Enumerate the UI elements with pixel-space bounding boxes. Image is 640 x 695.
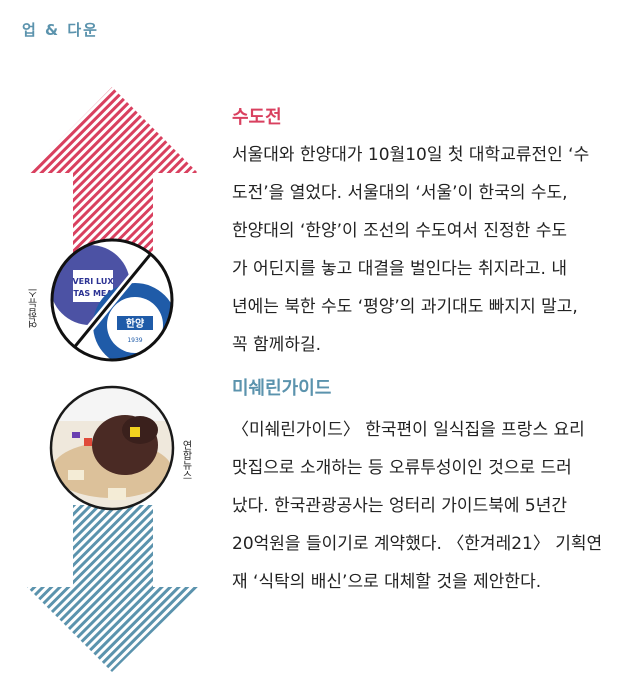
up-arrow-icon: [27, 87, 198, 260]
body-line: 〈미쉐린가이드〉 한국편이 일식집을 프랑스 요리: [232, 420, 585, 440]
body-line: 서울대와 한양대가 10월10일 첫 대학교류전인 ‘수: [232, 145, 590, 165]
svg-text:한양: 한양: [126, 318, 145, 330]
down-body: 〈미쉐린가이드〉 한국편이 일식집을 프랑스 요리 맛집으로 소개하는 등 오류…: [232, 411, 627, 601]
section-label: 업 & 다운: [22, 21, 99, 39]
body-line: 가 어딘지를 놓고 대결을 벌인다는 취지라고. 내: [232, 259, 567, 279]
body-line: 맛집으로 소개하는 등 오류투성이인 것으로 드러: [232, 458, 572, 478]
photo-credit: 연합뉴스: [180, 440, 191, 480]
up-body: 서울대와 한양대가 10월10일 첫 대학교류전인 ‘수 도전’을 열었다. 서…: [232, 136, 627, 364]
body-line: 났다. 한국관광공사는 엉터리 가이드북에 5년간: [232, 496, 567, 516]
body-line: 20억원을 들이기로 계약했다. 〈한겨레21〉 기획연: [232, 534, 603, 554]
svg-text:TAS MEA: TAS MEA: [73, 289, 113, 298]
body-line: 한양대의 ‘한양’이 조선의 수도여서 진정한 수도: [232, 221, 567, 241]
body-line: 꼭 함께하길.: [232, 335, 322, 355]
down-title: 미쉐린가이드: [232, 378, 332, 399]
svg-text:1939: 1939: [127, 337, 142, 344]
arrows-illustration: VERI LUX TAS MEA 한양 1939: [27, 87, 198, 672]
body-line: 도전’을 열었다. 서울대의 ‘서울’이 한국의 수도,: [232, 183, 568, 203]
down-arrow-icon: [27, 505, 198, 672]
body-line: 재 ‘식탁의 배신’으로 대체할 것을 제안한다.: [232, 572, 542, 592]
body-line: 년에는 북한 수도 ‘평양’의 과기대도 빠지지 말고,: [232, 297, 578, 317]
svg-text:VERI LUX: VERI LUX: [72, 277, 114, 286]
up-title: 수도전: [232, 107, 282, 128]
university-logos-image: VERI LUX TAS MEA 한양 1939: [52, 240, 172, 360]
food-photo-image: [51, 387, 173, 509]
photo-credit: 연합뉴스: [29, 288, 40, 328]
